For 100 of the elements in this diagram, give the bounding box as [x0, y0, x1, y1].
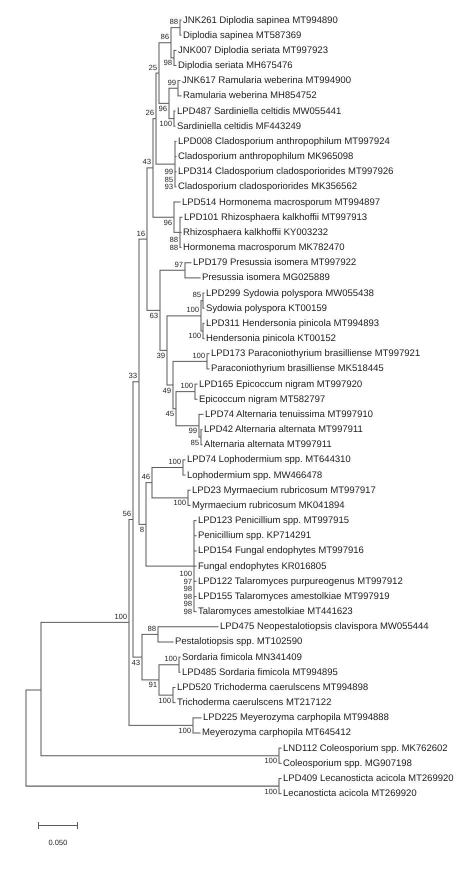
tree-branch — [182, 459, 186, 468]
tree-branch — [170, 27, 180, 44]
tree-branch — [152, 467, 184, 484]
tree-branch — [160, 270, 186, 311]
tree-branch — [178, 80, 181, 89]
tree-branch — [174, 202, 181, 218]
taxon-label: LPD179 Presussia isomera MT997922 — [193, 257, 356, 268]
tree-branch — [146, 238, 160, 311]
tree-branch — [206, 360, 210, 370]
taxon-label: LPD487 Sardiniella celtidis MW055441 — [177, 106, 342, 117]
tree-branch — [200, 436, 203, 446]
tree-branch — [166, 315, 202, 351]
taxon-label: LPD123 Penicillium spp. MT997915 — [198, 515, 350, 526]
taxon-label: Fungal endophytes KR016805 — [198, 560, 326, 572]
tree-branch — [160, 310, 168, 351]
taxon-label: LPD23 Myrmaecium rubricosum MT997917 — [192, 484, 376, 496]
tree-branch — [194, 550, 197, 567]
tree-branch — [174, 156, 177, 165]
tree-branch — [156, 118, 176, 165]
taxon-label: LPD155 Talaromyces amestolkiae MT997919 — [198, 590, 390, 602]
tree-branch — [202, 330, 205, 340]
tree-branch — [132, 518, 142, 658]
taxon-label: LPD101 Rhizosphaera kalkhoffii MT997913 — [184, 212, 368, 223]
tree-branch — [152, 167, 174, 218]
tree-branch — [128, 622, 194, 726]
tree-branch — [194, 391, 198, 400]
taxon-label: LPD520 Trichoderma caerulscens MT994898 — [177, 682, 368, 693]
tree-branch — [206, 353, 210, 362]
tree-branch — [182, 467, 186, 476]
tree-branch — [194, 566, 197, 612]
tree-branch — [176, 391, 196, 410]
tree-branch — [180, 20, 182, 28]
tree-branch — [170, 42, 174, 58]
tree-branch — [146, 524, 194, 567]
tree-branch — [180, 216, 183, 233]
tree-branch — [158, 679, 174, 696]
taxon-label: LPD173 Paraconiothyrium brasilliense MT997921 — [211, 348, 420, 360]
tree-branch — [172, 686, 176, 696]
tree-branch — [278, 748, 282, 756]
taxon-label: LPD154 Fungal endophytes MT997916 — [198, 545, 364, 556]
taxon-label: LPD74 Lophodermium spp. MT644310 — [187, 454, 351, 466]
taxon-label: Cladosporium cladosporiorides MK356562 — [178, 181, 358, 192]
taxon-label: LPD485 Sordaria fimicola MT994895 — [182, 666, 338, 678]
tree-branch — [172, 694, 176, 704]
tree-branch — [172, 384, 176, 410]
tree-branch — [184, 270, 201, 278]
taxon-label: Trichoderma caerulscens MT217122 — [177, 697, 332, 708]
taxon-label: Meyerozyma carphopila MT645412 — [202, 727, 351, 738]
tree-branch — [180, 27, 182, 36]
tree-branch — [194, 384, 198, 392]
tree-branch — [180, 232, 182, 248]
tree-branch — [152, 118, 156, 168]
taxon-label: JNK007 Diplodia seriata MT997923 — [178, 44, 328, 56]
taxon-label: Cladosporium anthropophilum MK965098 — [178, 151, 354, 162]
tree-branch — [138, 238, 148, 382]
tree-branch — [174, 50, 177, 58]
tree-branch — [192, 717, 202, 726]
taxon-label: LPD42 Alternaria alternata MT997911 — [204, 424, 363, 436]
taxon-label: Talaromyces amestolkiae MT441623 — [198, 606, 353, 618]
taxon-label: Penicillium spp. KP714291 — [198, 530, 312, 542]
taxon-label: LPD409 Lecanosticta acicola MT269920 — [283, 773, 454, 784]
taxon-label: Lecanosticta acicola MT269920 — [283, 788, 417, 800]
taxon-label: Sordaria fimicola MN341409 — [182, 652, 302, 663]
tree-branch — [158, 664, 180, 680]
tree-branch — [146, 482, 152, 525]
tree-branch — [132, 381, 140, 520]
tree-branch — [200, 429, 203, 438]
tree-branch — [146, 167, 154, 240]
tree-branch — [26, 690, 280, 787]
tree-branch — [158, 42, 172, 74]
taxon-label: JNK261 Diplodia sapinea MT994890 — [183, 14, 338, 26]
tree-branch — [152, 482, 188, 498]
taxon-label: LND112 Coleosporium spp. MK762602 — [283, 742, 448, 754]
tree-branch — [194, 566, 197, 567]
taxon-label: LPD165 Epicoccum nigram MT997920 — [199, 378, 362, 390]
tree-branch — [178, 656, 181, 666]
tree-branch — [200, 315, 204, 332]
tree-branch — [158, 72, 170, 104]
taxon-label: JNK617 Ramularia weberina MT994900 — [182, 75, 351, 86]
tree-branch — [178, 88, 182, 96]
tree-branch — [142, 634, 158, 658]
tree-branch — [158, 626, 219, 635]
taxon-label: Epicoccum nigram MT582797 — [199, 394, 326, 405]
tree-branch — [202, 292, 205, 302]
tree-branch — [202, 300, 205, 309]
taxon-label: Hendersonia pinicola KT00152 — [206, 333, 336, 344]
taxon-label: Paraconiothyrium brasilliense MK518445 — [211, 363, 384, 374]
taxon-label: Pestalotiopsis spp. MT102590 — [175, 636, 302, 648]
taxon-label: Diplodia seriata MH675476 — [178, 60, 293, 71]
tree-branch — [128, 518, 134, 623]
taxon-label: LPD008 Cladosporium anthropophilum MT997924 — [178, 136, 390, 147]
tree-branch — [278, 778, 282, 787]
taxon-label: LPD514 Hormonema macrosporum MT994897 — [182, 196, 380, 208]
tree-branch — [156, 72, 160, 120]
taxon-label: LPD475 Neopestalotiopsis clavispora MW055444 — [220, 621, 429, 632]
taxon-label: Sydowia polyspora KT00159 — [206, 302, 327, 314]
tree-branch — [176, 408, 200, 426]
tree-branch — [200, 300, 204, 316]
tree-branch — [188, 497, 191, 506]
taxon-label: Coleosporium spp. MG907198 — [283, 758, 412, 769]
